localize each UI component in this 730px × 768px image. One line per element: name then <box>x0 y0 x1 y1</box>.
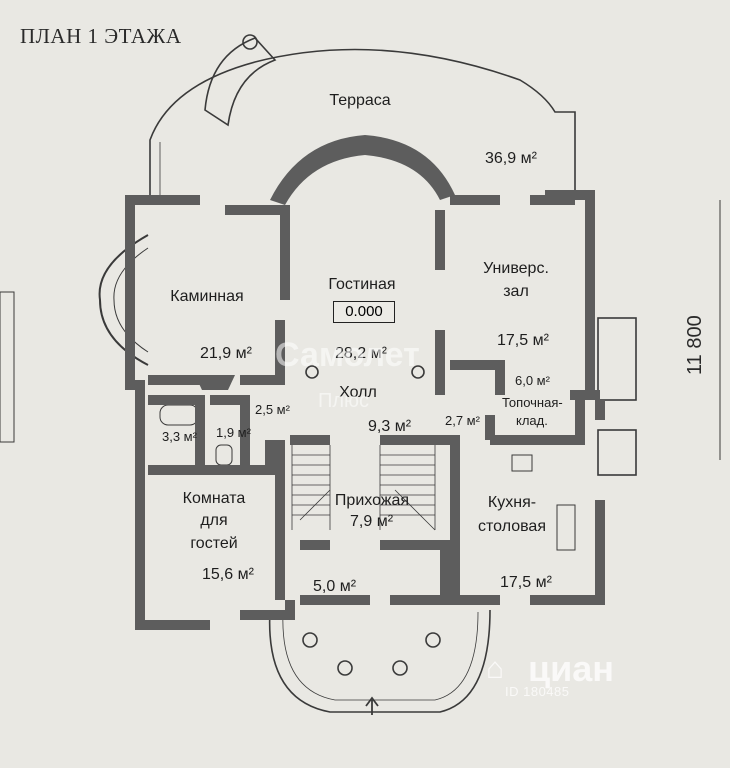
small-room-area: 2,7 м² <box>445 413 480 428</box>
porch-outline <box>268 609 491 713</box>
column-2 <box>411 365 425 379</box>
bath1-area: 3,3 м² <box>162 429 197 444</box>
boiler-label-2: клад. <box>516 413 548 428</box>
kitchen-area: 17,5 м² <box>500 574 552 591</box>
wall-chimney <box>195 375 235 390</box>
entry-arrow <box>365 696 379 715</box>
fireplace-area: 21,9 м² <box>200 345 252 362</box>
living-area: 28,2 м² <box>335 345 387 362</box>
column-6 <box>425 632 441 648</box>
multi-hall-label-2: зал <box>503 283 529 300</box>
fireplace-label: Каминная <box>170 288 244 305</box>
kitchen-hob <box>511 454 533 472</box>
right-stair-upper <box>597 317 637 401</box>
entry-area: 7,9 м² <box>350 513 394 530</box>
boiler-area: 6,0 м² <box>515 373 550 388</box>
terrace-stair <box>204 37 277 127</box>
dimension-label: 11 800 <box>684 315 706 375</box>
multi-hall-area: 17,5 м² <box>497 332 549 349</box>
terrace-outline <box>149 48 576 195</box>
wall-fireplace-bottom <box>148 320 285 385</box>
wall-bath <box>148 395 275 475</box>
bath2-area: 1,9 м² <box>216 425 251 440</box>
corridor-area: 2,5 м² <box>255 402 290 417</box>
entry-label: Прихожая <box>334 492 410 509</box>
left-bay <box>98 234 149 366</box>
multi-hall-label-1: Универс. <box>483 260 549 277</box>
boiler-label-1: Топочная- <box>502 395 563 410</box>
outer-wall-bottom-left <box>240 600 295 620</box>
hall-area: 9,3 м² <box>368 418 412 435</box>
outer-wall-left <box>125 195 210 630</box>
level-mark: 0.000 <box>333 301 395 323</box>
watermark-id: ID 180485 <box>505 684 570 699</box>
stair-post <box>242 34 258 50</box>
terrace-label: Терраса <box>329 92 391 109</box>
guest-area: 15,6 м² <box>202 566 254 583</box>
kitchen-label-2: столовая <box>478 518 546 535</box>
bath-fixture-tub <box>159 404 199 426</box>
wall-boiler <box>450 360 585 445</box>
wall-hall-bottom <box>290 435 460 600</box>
outer-wall-right <box>545 190 600 400</box>
living-label: Гостиная <box>328 276 396 293</box>
column-1 <box>305 365 319 379</box>
right-stair-lower <box>597 429 637 476</box>
guest-label-2: для <box>200 512 228 529</box>
vestibule-area: 5,0 м² <box>313 578 357 595</box>
column-5 <box>392 660 408 676</box>
hall-label: Холл <box>339 384 377 401</box>
plan-title: ПЛАН 1 ЭТАЖА <box>20 24 182 48</box>
terrace-area: 36,9 м² <box>485 150 537 167</box>
wall-living-left <box>225 205 290 300</box>
column-3 <box>302 632 318 648</box>
bath-fixture-toilet <box>215 444 233 466</box>
wall-vestibule <box>300 540 450 600</box>
margin-frame <box>0 291 15 443</box>
watermark-cian: циан <box>528 648 615 689</box>
kitchen-label-1: Кухня- <box>487 494 537 511</box>
guest-label-1: Комната <box>182 490 246 507</box>
inner-stairs <box>291 445 436 531</box>
column-4 <box>337 660 353 676</box>
porch-inner <box>282 611 479 701</box>
watermark-samolet: Самолет <box>275 336 420 374</box>
arch-wall <box>270 135 455 205</box>
cian-logo-icon: ⌂ <box>486 652 505 685</box>
kitchen-counter <box>556 504 576 551</box>
guest-label-3: гостей <box>190 535 238 552</box>
watermark-plus: Плюс <box>318 390 370 412</box>
